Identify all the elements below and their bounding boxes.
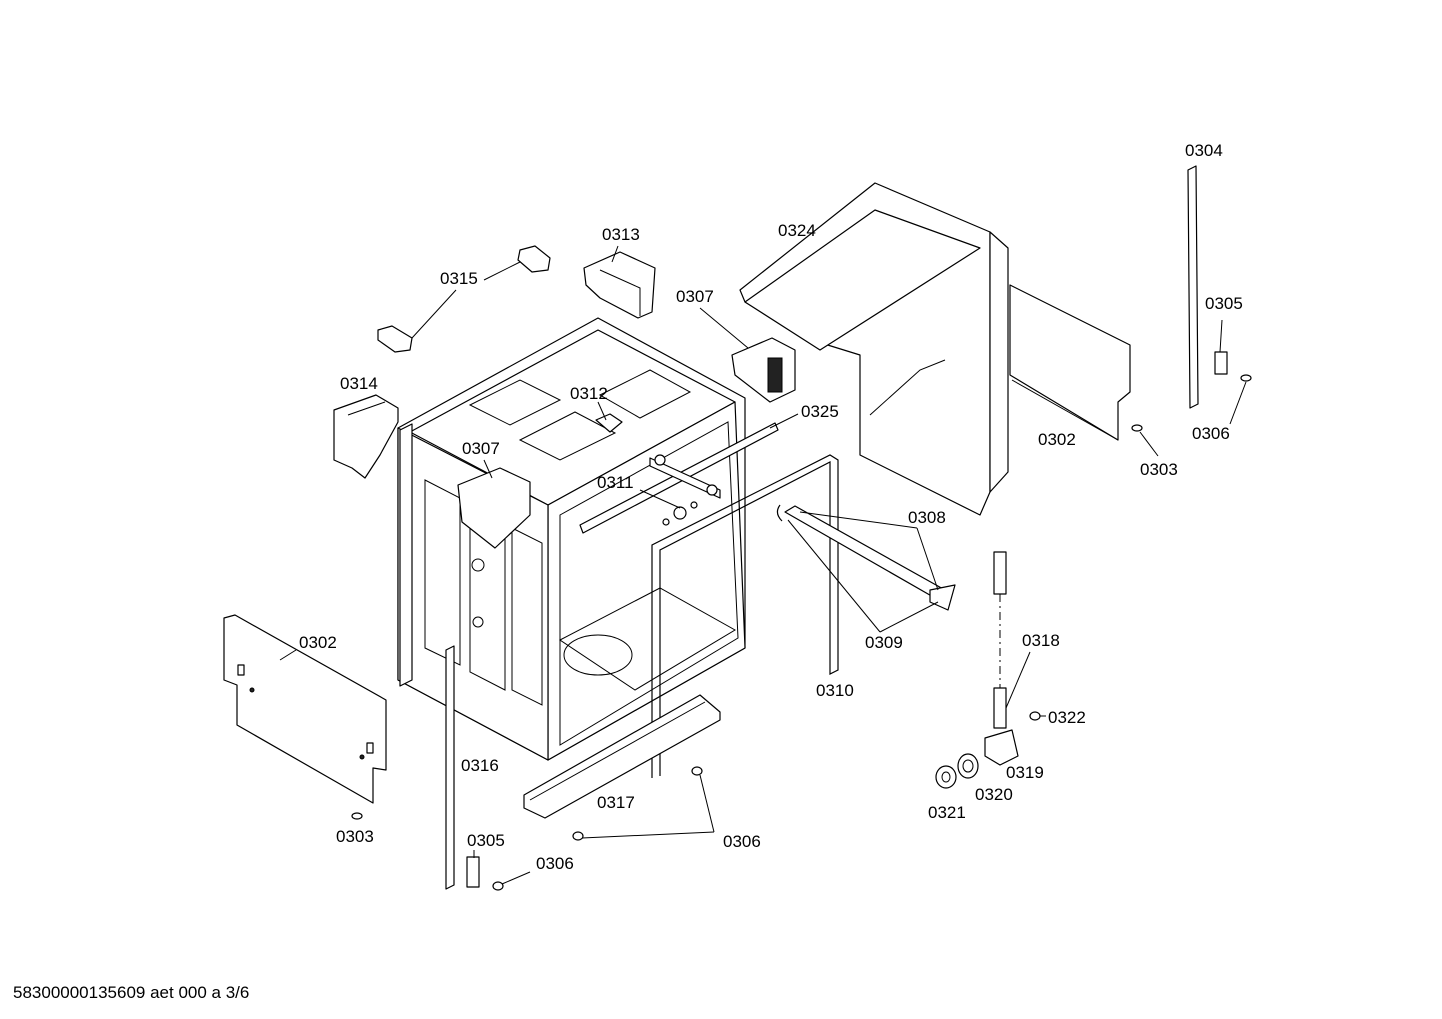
callout-labels: 0304 0324 0313 0315 0307 0305 0314 0312 …: [299, 141, 1243, 873]
callout-0317: 0317: [597, 793, 635, 812]
callout-0308: 0308: [908, 508, 946, 527]
component-0314: [333, 394, 399, 479]
screw-0306-d: [492, 881, 504, 891]
document-id: 58300000135609 aet 000 a 3/6: [13, 983, 249, 1002]
callout-0315: 0315: [440, 269, 478, 288]
strip-0304: [1187, 165, 1199, 409]
callout-0321: 0321: [928, 803, 966, 822]
callout-0324: 0324: [778, 221, 816, 240]
callout-0306-lower-right: 0306: [723, 832, 761, 851]
bracket-0307-upper: [731, 337, 796, 403]
strip-0316: [445, 645, 455, 890]
hose-0318: [993, 551, 1007, 729]
callout-0311: 0311: [597, 473, 634, 492]
hinge-parts-0311: [649, 454, 721, 526]
clip-0305-lower: [466, 856, 480, 888]
callout-0306-lower-left: 0306: [536, 854, 574, 873]
callout-0325: 0325: [801, 402, 839, 421]
bracket-0315-a: [517, 245, 551, 273]
leader-lines: [279, 245, 1247, 885]
callout-0307-lower: 0307: [462, 439, 500, 458]
rail-0308: [776, 504, 956, 611]
panel-0302-lower: [223, 614, 387, 804]
callout-0322: 0322: [1048, 708, 1086, 727]
tub-assembly: [397, 317, 746, 761]
nut-0321: [935, 765, 957, 789]
callout-0312: 0312: [570, 384, 608, 403]
callout-0319: 0319: [1006, 763, 1044, 782]
seal-0310: [651, 454, 839, 778]
callout-0310: 0310: [816, 681, 854, 700]
component-0313: [583, 251, 656, 319]
screw-0306-c: [572, 831, 584, 841]
callout-0307-upper: 0307: [676, 287, 714, 306]
callout-0318: 0318: [1022, 631, 1060, 650]
bracket-0307-lower: [457, 467, 531, 549]
screw-0306-b: [691, 766, 703, 776]
clip-0312: [595, 413, 623, 433]
callout-0303-lower: 0303: [336, 827, 374, 846]
callout-0304: 0304: [1185, 141, 1223, 160]
callout-0302-upper: 0302: [1038, 430, 1076, 449]
callout-0314: 0314: [340, 374, 378, 393]
callout-0303-upper: 0303: [1140, 460, 1178, 479]
callout-0305-upper: 0305: [1205, 294, 1243, 313]
rail-0317: [523, 694, 721, 819]
clip-0305-upper: [1214, 351, 1228, 375]
callout-0316: 0316: [461, 756, 499, 775]
screw-0303-upper: [1131, 424, 1143, 432]
fitting-0319: [984, 729, 1019, 766]
callout-0313: 0313: [602, 225, 640, 244]
cover-panel-0324: [739, 182, 1131, 516]
callout-0305-lower: 0305: [467, 831, 505, 850]
callout-0302-lower: 0302: [299, 633, 337, 652]
ring-0320: [957, 753, 979, 779]
screw-0322: [1029, 711, 1041, 721]
callout-0320: 0320: [975, 785, 1013, 804]
callout-0309: 0309: [865, 633, 903, 652]
screw-0303-lower: [351, 812, 363, 820]
callout-0306-upper: 0306: [1192, 424, 1230, 443]
screw-0306-upper: [1240, 374, 1252, 382]
bracket-0315-b: [377, 325, 413, 353]
